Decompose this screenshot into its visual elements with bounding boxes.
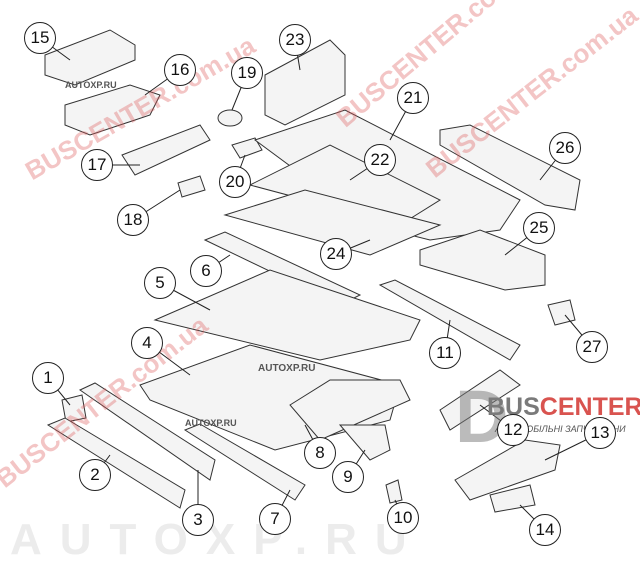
callout-17: 17 [81, 149, 113, 181]
callout-7: 7 [259, 503, 291, 535]
part-7-beam [183, 423, 306, 501]
callout-24: 24 [320, 238, 352, 270]
part-10-bracket [385, 479, 403, 504]
part-23-panel [264, 39, 346, 126]
logo-name-b: CENTER [539, 393, 640, 421]
logo-name: BUSCENTER [487, 393, 640, 422]
part-26-trim [439, 124, 581, 211]
logo-subtitle: АВТОМОБІЛЬНІ ЗАПЧАСТИНИ [495, 424, 626, 434]
callout-13: 13 [584, 417, 616, 449]
callout-25: 25 [523, 212, 555, 244]
part-15-tray [44, 29, 136, 86]
watermark-autoxp-2: AUTOXP.RU [258, 363, 316, 374]
watermark-autoxp-3: AUTOXP.RU [185, 418, 237, 428]
callout-19: 19 [231, 57, 263, 89]
callout-4: 4 [131, 327, 163, 359]
part-18-block [177, 175, 206, 198]
callout-26: 26 [549, 132, 581, 164]
callout-1: 1 [32, 362, 64, 394]
part-19-cup [217, 109, 243, 127]
callout-16: 16 [164, 54, 196, 86]
callout-6: 6 [190, 255, 222, 287]
part-8-bracket [289, 379, 411, 441]
callout-20: 20 [219, 166, 251, 198]
part-9-bracket [338, 424, 391, 461]
callout-11: 11 [429, 337, 461, 369]
watermark-autoxp-1: AUTOXP.RU [65, 80, 117, 90]
callout-3: 3 [182, 504, 214, 536]
callout-2: 2 [79, 459, 111, 491]
callout-23: 23 [279, 24, 311, 56]
callout-21: 21 [397, 82, 429, 114]
part-24-board [223, 189, 442, 256]
callout-15: 15 [24, 22, 56, 54]
part-2-beam [46, 417, 186, 509]
callout-5: 5 [144, 267, 176, 299]
part-27-plug [547, 299, 576, 326]
watermark-autoxp-big: AUTOXP.RU [10, 515, 425, 563]
part-1-bracket [61, 394, 87, 423]
part-12-rail [439, 369, 521, 431]
callout-9: 9 [332, 461, 364, 493]
callout-12: 12 [497, 414, 529, 446]
callout-27: 27 [576, 331, 608, 363]
callout-10: 10 [387, 502, 419, 534]
logo-letter: D [455, 375, 509, 458]
callout-18: 18 [117, 204, 149, 236]
part-25-panel [419, 229, 546, 291]
part-14-bracket [489, 484, 536, 513]
part-13-rail [454, 439, 561, 501]
part-3-beam [78, 382, 216, 481]
callout-22: 22 [364, 144, 396, 176]
part-5-floor [153, 269, 421, 361]
callout-14: 14 [529, 514, 561, 546]
part-17-bracket [121, 124, 211, 176]
part-20-block [231, 137, 263, 159]
part-16-jack [64, 84, 161, 136]
callout-8: 8 [304, 437, 336, 469]
buscenter-logo: D BUSCENTER АВТОМОБІЛЬНІ ЗАПЧАСТИНИ [455, 375, 640, 458]
